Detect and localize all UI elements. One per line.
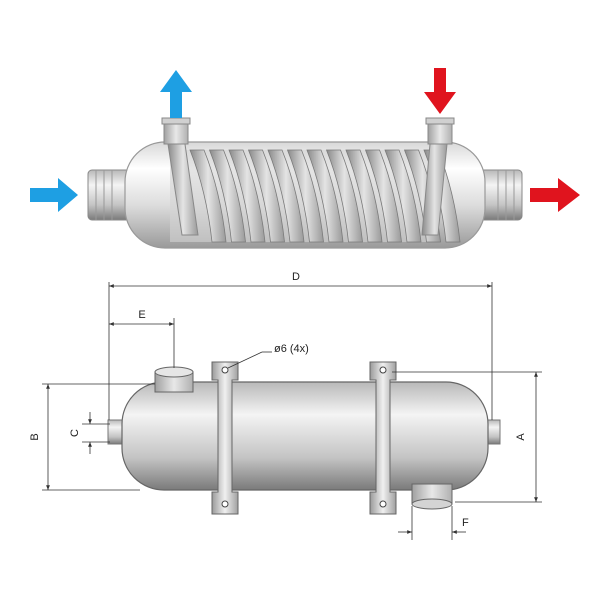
dimension-label-c: C [69, 429, 81, 437]
dimension-label-e: E [138, 309, 145, 321]
arrow-right-icon [530, 178, 580, 212]
coil-port-left [161, 117, 199, 236]
mounting-strap-right [369, 361, 397, 515]
coil-turn [189, 149, 227, 243]
top-port [154, 366, 194, 393]
coil-turn [325, 149, 363, 243]
dimension-label-d: D [292, 271, 300, 283]
mounting-strap-left [211, 361, 239, 515]
coil-port-right [421, 117, 455, 236]
coil-turn [286, 149, 324, 243]
coil-turn [345, 149, 383, 243]
right-nozzle [479, 169, 523, 221]
coil-turn [364, 149, 402, 243]
coil-turn [267, 149, 305, 243]
dimension-label-a: A [515, 433, 527, 441]
arrow-down-icon [424, 68, 456, 114]
coil [170, 149, 461, 243]
coil-turn [384, 149, 422, 243]
left-nozzle [87, 169, 131, 221]
coil-turn [306, 149, 344, 243]
dimension-label-b: B [29, 433, 41, 440]
arrow-up-icon [160, 70, 192, 118]
dimension-label-f: F [462, 517, 469, 529]
coil-turn [247, 149, 285, 243]
dimension-drawing: D E ø6 (4x) B C A F [29, 271, 542, 540]
bottom-port [411, 483, 453, 510]
coil-turn [228, 149, 266, 243]
shell-body [121, 381, 489, 491]
coil-turn [208, 149, 246, 243]
dimension-label-hole: ø6 (4x) [274, 343, 309, 355]
cutaway-illustration [30, 68, 580, 249]
arrow-right-icon [30, 178, 78, 212]
